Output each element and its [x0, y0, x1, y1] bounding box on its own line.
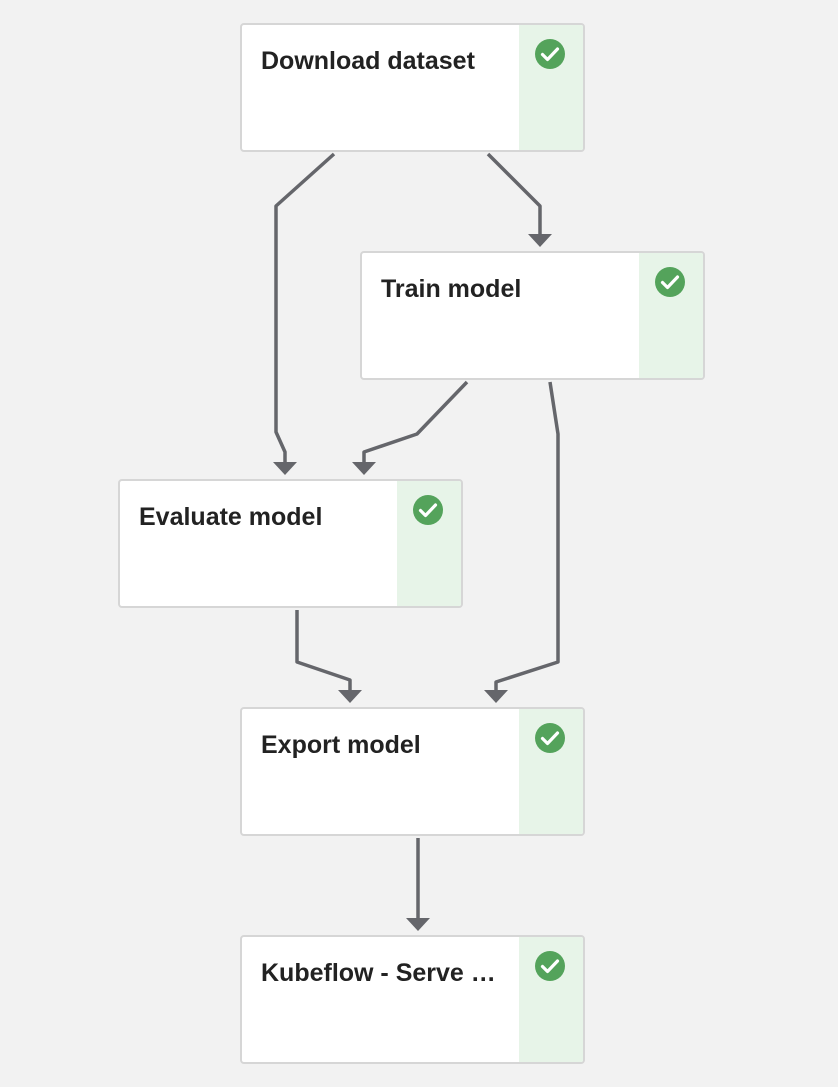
arrowhead-export-to-serve: [406, 918, 430, 931]
edge-evaluate-to-export: [295, 610, 352, 691]
arrowhead-download-to-evaluate: [273, 462, 297, 475]
status-strip: [519, 25, 583, 150]
arrowhead-download-to-train: [528, 234, 552, 247]
check-circle-icon: [655, 267, 685, 297]
status-strip: [639, 253, 703, 378]
edge-download-to-train: [486, 152, 542, 235]
node-label: Download dataset: [261, 47, 475, 75]
status-strip: [519, 937, 583, 1062]
node-download-dataset[interactable]: Download dataset: [240, 23, 585, 152]
node-label: Train model: [381, 275, 522, 303]
node-train-model[interactable]: Train model: [360, 251, 705, 380]
check-circle-icon: [535, 723, 565, 753]
check-circle-icon: [535, 951, 565, 981]
node-export-model[interactable]: Export model: [240, 707, 585, 836]
node-kubeflow-serve[interactable]: Kubeflow - Serve …: [240, 935, 585, 1064]
edge-train-to-evaluate: [362, 380, 469, 463]
node-label: Kubeflow - Serve …: [261, 959, 496, 987]
node-evaluate-model[interactable]: Evaluate model: [118, 479, 463, 608]
status-strip: [397, 481, 461, 606]
node-label: Evaluate model: [139, 503, 323, 531]
edge-download-to-evaluate: [274, 152, 336, 463]
node-label: Export model: [261, 731, 421, 759]
check-circle-icon: [535, 39, 565, 69]
arrowhead-train-to-evaluate: [352, 462, 376, 475]
status-strip: [519, 709, 583, 834]
edge-train-to-export: [494, 381, 560, 691]
arrowhead-evaluate-to-export: [338, 690, 362, 703]
arrowhead-train-to-export: [484, 690, 508, 703]
check-circle-icon: [413, 495, 443, 525]
